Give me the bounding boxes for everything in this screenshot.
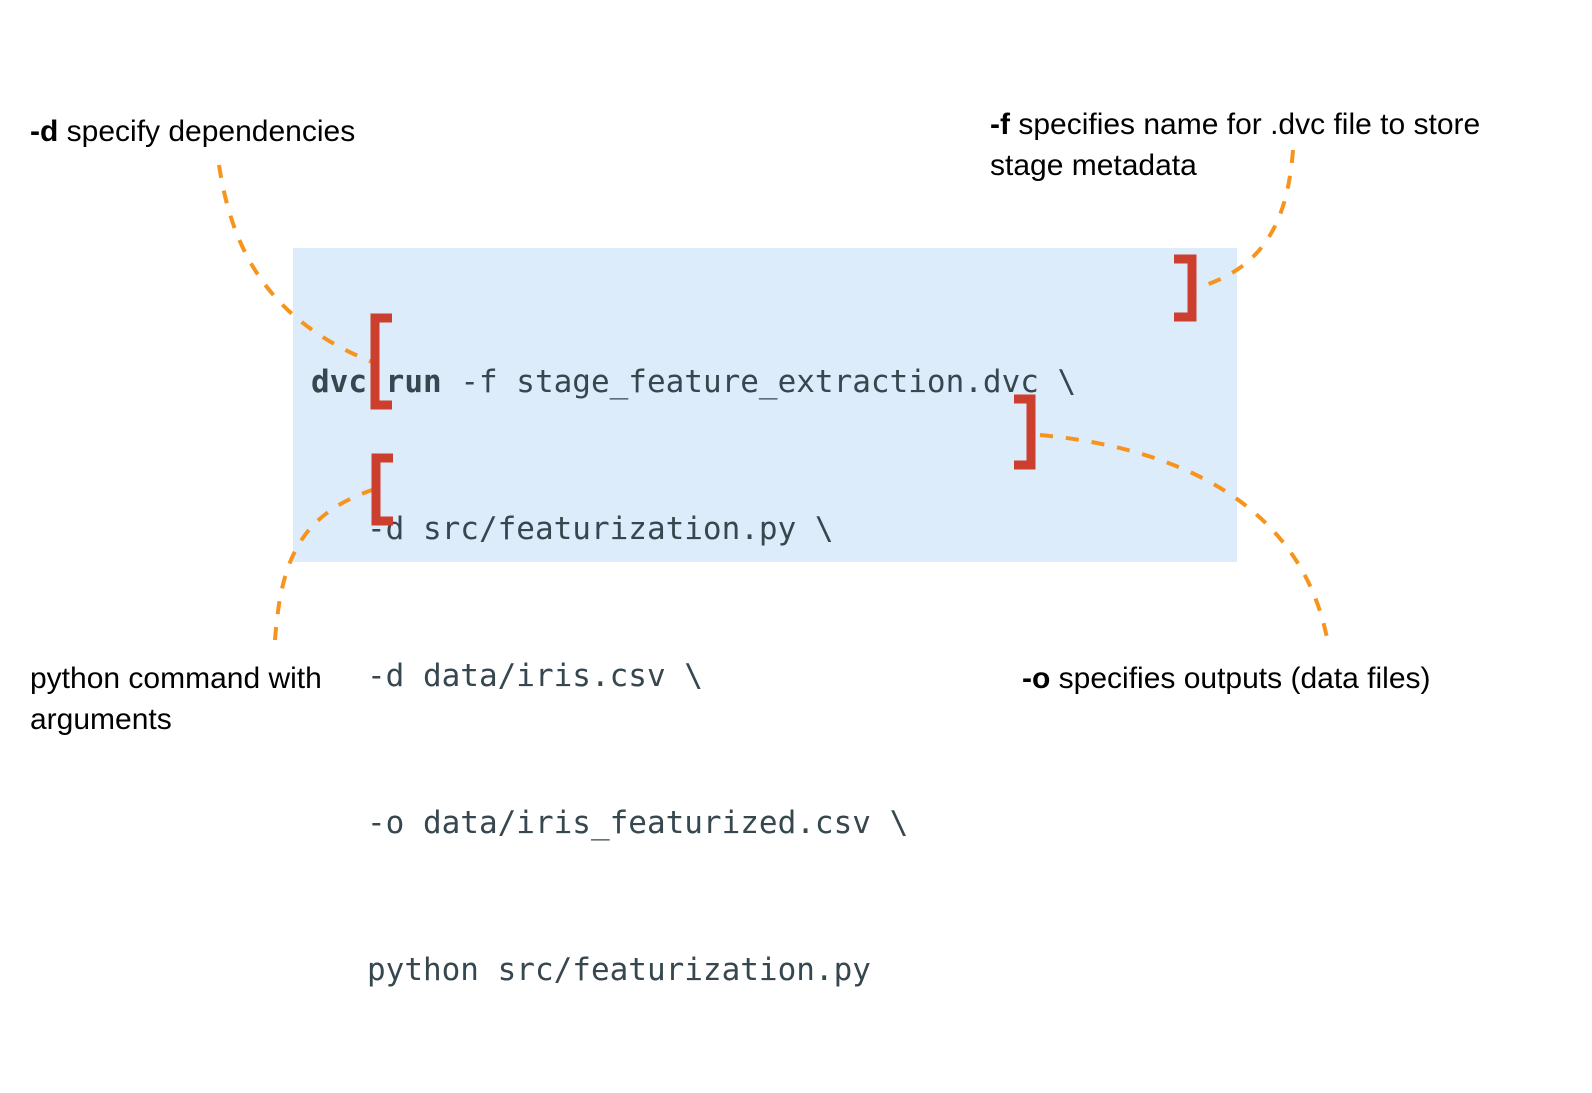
annotation-file: -f specifies name for .dvc file to store… — [990, 104, 1550, 186]
code-line-4: -o data/iris_featurized.csv \ — [311, 799, 1076, 848]
code-line-3: -d data/iris.csv \ — [311, 652, 1076, 701]
code-line-2: -d src/featurization.py \ — [311, 505, 1076, 554]
code-line-1-command: dvc run — [311, 364, 442, 400]
code-line-3-args: -d data/iris.csv \ — [311, 658, 703, 694]
code-line-5: python src/featurization.py — [311, 946, 1076, 995]
annotation-outputs: -o specifies outputs (data files) — [1022, 658, 1542, 699]
code-line-4-args: -o data/iris_featurized.csv \ — [311, 805, 909, 841]
annotation-dependencies-flag: -d — [30, 115, 59, 148]
code-line-2-args: -d src/featurization.py \ — [311, 511, 834, 547]
code-block: dvc run -f stage_feature_extraction.dvc … — [293, 248, 1237, 988]
annotation-outputs-text: specifies outputs (data files) — [1050, 662, 1431, 695]
annotation-outputs-flag: -o — [1022, 662, 1051, 695]
slide-canvas: dvc run -f stage_feature_extraction.dvc … — [30, 104, 1550, 988]
code-line-1-args: -f stage_feature_extraction.dvc \ — [441, 364, 1077, 400]
annotation-python-command: python command with arguments — [30, 658, 450, 740]
code-line-5-args: python src/featurization.py — [311, 952, 871, 988]
annotation-file-text: specifies name for .dvc file to store st… — [990, 108, 1489, 182]
annotation-dependencies: -d specify dependencies — [30, 111, 460, 152]
code-line-1: dvc run -f stage_feature_extraction.dvc … — [311, 358, 1076, 407]
annotation-python-command-text: python command with arguments — [30, 662, 331, 736]
annotation-dependencies-text: specify dependencies — [58, 115, 356, 148]
annotation-file-flag: -f — [990, 108, 1010, 141]
